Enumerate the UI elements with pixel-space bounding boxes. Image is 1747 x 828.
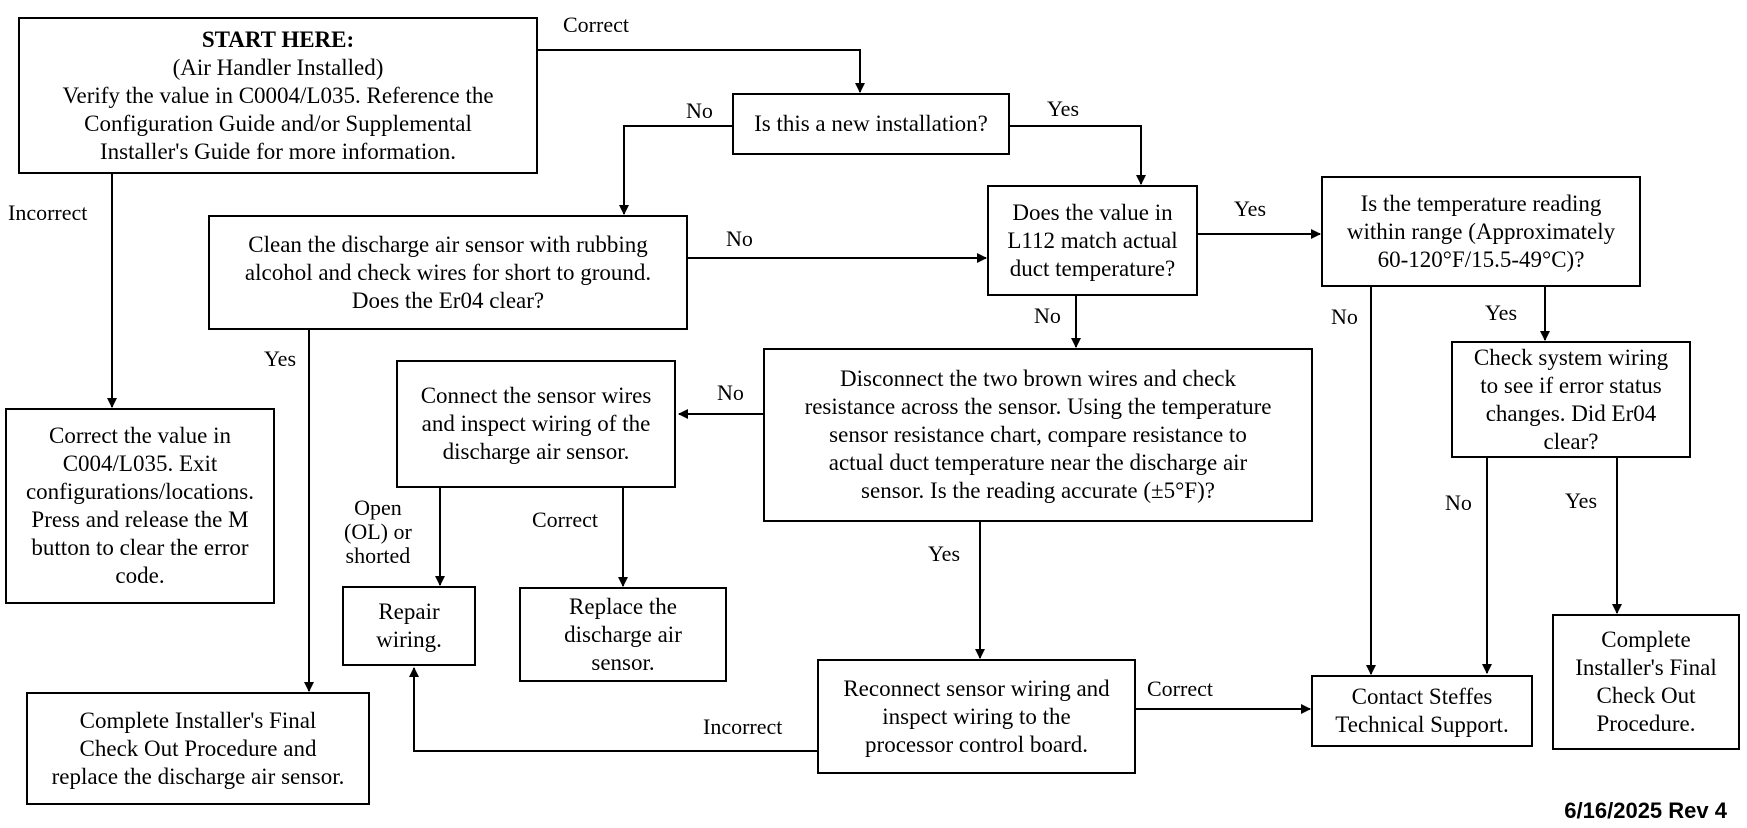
clean-sensor-line: Clean the discharge air sensor with rubb…: [248, 231, 648, 257]
temperature-range-box: Is the temperature reading within range …: [1321, 176, 1641, 287]
correct-value-line: C004/L035. Exit: [62, 451, 218, 476]
replace-sensor-box: Replace the discharge air sensor.: [519, 587, 727, 682]
connect-sensor-box: Connect the sensor wires and inspect wir…: [396, 360, 676, 488]
complete-final-line: Complete: [1601, 627, 1691, 652]
start-line: (Air Handler Installed): [172, 54, 384, 80]
label-check-no: No: [1445, 490, 1472, 515]
label-clean-yes: Yes: [264, 346, 297, 371]
connect-sensor-line: Connect the sensor wires: [420, 383, 652, 408]
disconnect-line: Disconnect the two brown wires and check: [840, 366, 1236, 391]
start-line: Verify the value in C0004/L035. Referenc…: [62, 82, 494, 108]
connect-sensor-line: and inspect wiring of the: [421, 411, 651, 436]
label-reconnect-incorrect: Incorrect: [703, 714, 783, 739]
disconnect-line: actual duct temperature near the dischar…: [828, 450, 1248, 475]
label-check-yes: Yes: [1565, 488, 1598, 513]
label-connect-correct: Correct: [532, 507, 598, 532]
reconnect-line: inspect wiring to the: [882, 703, 1071, 729]
disconnect-line: sensor resistance chart, compare resista…: [829, 422, 1247, 447]
label-newinstall-yes: Yes: [1047, 96, 1080, 121]
complete-final-line: Installer's Final: [1575, 655, 1717, 680]
new-installation-text: Is this a new installation?: [754, 111, 988, 136]
reconnect-line: processor control board.: [865, 731, 1088, 757]
label-l112-yes: Yes: [1234, 196, 1267, 221]
arrow-start-to-newinstall: [538, 49, 865, 93]
complete-final-line: Procedure.: [1596, 711, 1696, 736]
start-title: START HERE:: [201, 26, 355, 52]
new-installation-box: Is this a new installation?: [732, 93, 1010, 155]
l112-match-box: Does the value in L112 match actual duct…: [987, 185, 1198, 296]
start-line: Installer's Guide for more information.: [99, 138, 457, 164]
repair-wiring-box: Repair wiring.: [342, 586, 476, 666]
arrow-newinstall-no: [619, 125, 732, 215]
check-wiring-box: Check system wiring to see if error stat…: [1451, 341, 1691, 458]
disconnect-box: Disconnect the two brown wires and check…: [763, 348, 1313, 522]
replace-line: discharge air: [564, 621, 682, 647]
temp-range-line: 60-120°F/15.5-49°C)?: [1377, 246, 1585, 272]
correct-value-line: Press and release the M: [31, 507, 249, 532]
label-disconnect-yes: Yes: [928, 541, 961, 566]
label-open-line: (OL) or: [344, 519, 412, 544]
l112-line: duct temperature?: [1009, 255, 1176, 281]
check-wiring-line: Check system wiring: [1473, 344, 1669, 370]
contact-line: Technical Support.: [1335, 712, 1509, 737]
label-start-correct: Correct: [563, 12, 629, 37]
contact-line: Contact Steffes: [1351, 684, 1493, 709]
label-open-line: Open: [354, 495, 402, 520]
arrow-newinstall-yes: [1010, 125, 1146, 185]
temp-range-line: within range (Approximately: [1346, 218, 1616, 244]
label-temp-yes: Yes: [1485, 300, 1518, 325]
repair-line: Repair: [378, 599, 440, 624]
complete-replace-line: Check Out Procedure and: [79, 735, 317, 761]
reconnect-line: Reconnect sensor wiring and: [843, 675, 1110, 701]
start-box: START HERE: (Air Handler Installed) Veri…: [18, 17, 538, 174]
start-line: Configuration Guide and/or Supplemental: [84, 110, 472, 136]
reconnect-box: Reconnect sensor wiring and inspect wiri…: [817, 659, 1136, 774]
l112-line: Does the value in: [1012, 199, 1173, 225]
label-connect-open: Open (OL) or shorted: [344, 496, 412, 568]
correct-value-box: Correct the value in C004/L035. Exit con…: [5, 408, 275, 604]
contact-support-box: Contact Steffes Technical Support.: [1311, 675, 1533, 747]
replace-line: sensor.: [591, 649, 655, 675]
clean-sensor-box: Clean the discharge air sensor with rubb…: [208, 215, 688, 330]
clean-sensor-line: alcohol and check wires for short to gro…: [244, 259, 652, 285]
correct-value-line: Correct the value in: [48, 423, 231, 448]
label-reconnect-correct: Correct: [1147, 676, 1213, 701]
label-l112-no: No: [1034, 303, 1061, 328]
disconnect-line: resistance across the sensor. Using the …: [804, 394, 1272, 419]
label-clean-no: No: [726, 226, 753, 251]
check-wiring-line: changes. Did Er04: [1485, 400, 1657, 426]
correct-value-line: configurations/locations.: [25, 479, 255, 504]
check-wiring-line: to see if error status: [1480, 372, 1662, 398]
complete-and-replace-box: Complete Installer's Final Check Out Pro…: [26, 692, 370, 805]
complete-final-line: Check Out: [1596, 683, 1696, 708]
complete-replace-line: replace the discharge air sensor.: [51, 763, 345, 789]
label-start-incorrect: Incorrect: [8, 200, 88, 225]
replace-line: Replace the: [569, 593, 677, 619]
label-temp-no: No: [1331, 304, 1358, 329]
l112-line: L112 match actual: [1007, 227, 1178, 253]
label-open-line: shorted: [345, 543, 411, 568]
arrow-reconnect-incorrect: [409, 667, 817, 752]
correct-value-line: button to clear the error: [31, 535, 249, 560]
revision-footer: 6/16/2025 Rev 4: [1564, 798, 1727, 823]
label-disconnect-no: No: [717, 380, 744, 405]
correct-value-line: code.: [115, 563, 165, 588]
repair-line: wiring.: [376, 627, 442, 652]
label-newinstall-no: No: [686, 98, 713, 123]
check-wiring-line: clear?: [1543, 428, 1599, 454]
complete-replace-line: Complete Installer's Final: [79, 707, 317, 733]
complete-final-box: Complete Installer's Final Check Out Pro…: [1552, 614, 1740, 750]
disconnect-line: sensor. Is the reading accurate (±5°F)?: [861, 478, 1215, 503]
connect-sensor-line: discharge air sensor.: [442, 439, 630, 464]
temp-range-line: Is the temperature reading: [1360, 190, 1602, 216]
clean-sensor-line: Does the Er04 clear?: [351, 287, 545, 313]
